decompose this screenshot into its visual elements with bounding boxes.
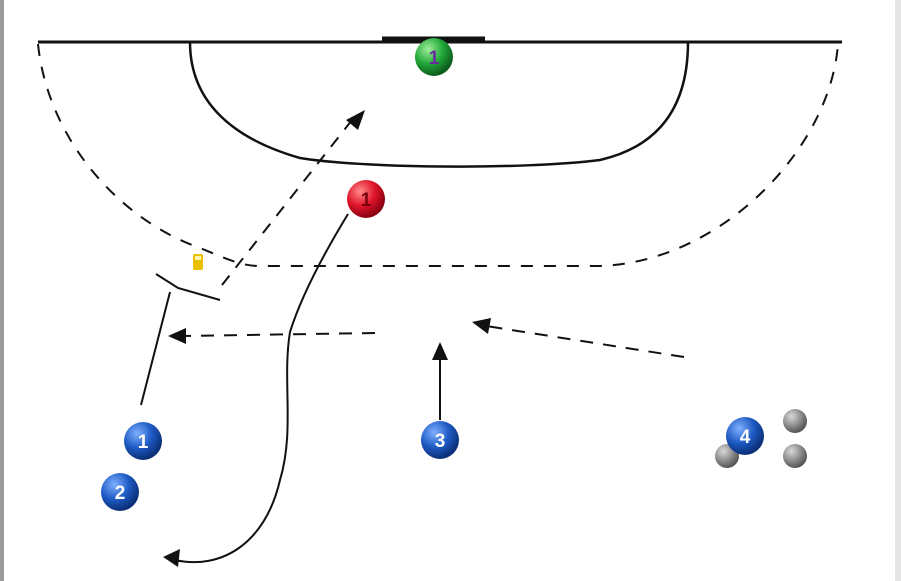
left-border: [0, 0, 4, 581]
defender-run: [174, 213, 349, 564]
attacker-3-label: 3: [435, 431, 446, 452]
pass-arrowhead-goal: [346, 110, 365, 130]
attacker-1-label: 1: [138, 432, 149, 453]
attacker-1-token: 1: [124, 422, 162, 460]
goalkeeper-token: 1: [415, 38, 453, 76]
goalkeeper-label: 1: [429, 48, 440, 69]
attacker-3-token: 3: [421, 421, 459, 459]
marker-icon: [193, 254, 203, 270]
attacker-1-screen: [155, 273, 221, 301]
defender-run-arrowhead: [163, 549, 180, 567]
pass-arrow-right-wing: [485, 325, 685, 358]
attacker-2-label: 2: [115, 483, 126, 504]
attacker-4-label: 4: [740, 427, 751, 448]
defender-label: 1: [361, 190, 372, 211]
pass-arrowhead-left: [168, 328, 186, 344]
goal-area-line: [188, 41, 690, 168]
attacker-2-token: 2: [101, 473, 139, 511]
free-throw-line: [37, 43, 839, 267]
cone-icon: [715, 409, 807, 468]
attacker-1-run: [140, 291, 171, 406]
pass-arrow-to-goal: [221, 119, 353, 286]
right-border: [895, 0, 901, 581]
attacker-3-arrowhead: [432, 342, 448, 360]
pass-arrow-left: [181, 332, 376, 337]
defender-token: 1: [347, 180, 385, 218]
attacker-4-token: 4: [726, 417, 764, 455]
pass-arrowhead-right-wing: [472, 318, 491, 334]
